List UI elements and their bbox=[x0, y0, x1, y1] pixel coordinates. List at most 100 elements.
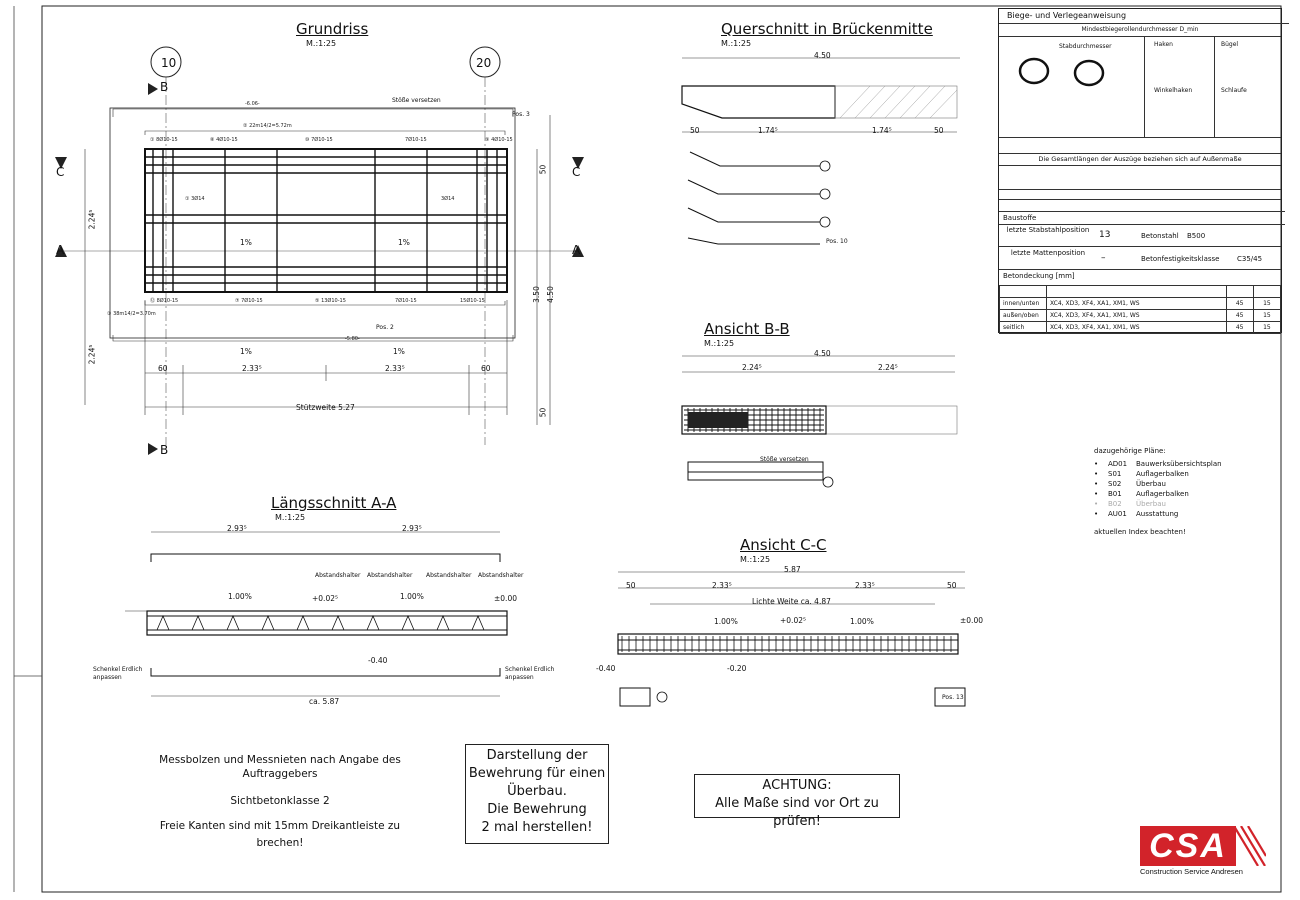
note-line: Freie Kanten sind mit 15mm Dreikantleist… bbox=[159, 820, 401, 849]
aa-schenkel-r: Schenkel Erdlich anpassen bbox=[505, 666, 555, 681]
aa-level-mid: +0.02⁵ bbox=[312, 594, 338, 603]
logo-letters: CSA bbox=[1140, 826, 1236, 866]
bb-dim-l: 2.24⁵ bbox=[742, 363, 762, 372]
plans-heading: dazugehörige Pläne: bbox=[1094, 447, 1166, 455]
plans-footer: aktuellen Index beachten! bbox=[1094, 528, 1186, 536]
dim-233-left: 2.33⁵ bbox=[242, 364, 262, 373]
svg-text:⑦ 7Ø10-15: ⑦ 7Ø10-15 bbox=[235, 297, 263, 304]
plan-name: Überbau bbox=[1136, 500, 1166, 508]
svg-text:-6.06-: -6.06- bbox=[245, 101, 260, 107]
plan-name: Auflagerbalken bbox=[1136, 490, 1189, 498]
span-label: Stützweite 5.27 bbox=[296, 403, 355, 412]
festigkeit-label: Betonfestigkeitsklasse bbox=[1141, 255, 1220, 263]
letzte-matten-label: letzte Mattenposition bbox=[1010, 249, 1086, 257]
plan-code: S02 bbox=[1108, 480, 1122, 488]
ansicht-cc-scale: M.:1:25 bbox=[740, 555, 771, 564]
slope-right-2: 1% bbox=[393, 347, 405, 356]
qs-dim-total: 4.50 bbox=[814, 51, 831, 60]
querschnitt-title: Querschnitt in Brückenmitte bbox=[721, 20, 933, 38]
plan-name: Bauwerksübersichtsplan bbox=[1136, 460, 1222, 468]
svg-text:⑨ 4Ø10-15: ⑨ 4Ø10-15 bbox=[485, 136, 513, 143]
label-schlaufe: Schlaufe bbox=[1221, 87, 1247, 94]
axis-label-10: 10 bbox=[161, 56, 177, 70]
qs-dim-174-l: 1.74⁵ bbox=[758, 126, 778, 135]
cc-level-r: ±0.00 bbox=[960, 616, 983, 625]
ansicht-cc-drawing bbox=[617, 571, 966, 707]
dim-50-bottom: 50 bbox=[538, 407, 548, 418]
abstandshalter-3: Abstandshalter bbox=[426, 572, 472, 579]
qs-dim-50-r: 50 bbox=[934, 126, 944, 135]
cut-label-a-left: A bbox=[56, 243, 65, 257]
dim-350: 3.50 bbox=[531, 286, 541, 303]
cc-dim-total: 5.87 bbox=[784, 565, 801, 574]
cc-slope-l: 1.00% bbox=[714, 617, 738, 626]
grundriss-title: Grundriss bbox=[296, 20, 369, 38]
stoesse-label: Stöße versetzen bbox=[392, 97, 441, 104]
svg-text:15Ø10-15: 15Ø10-15 bbox=[460, 297, 485, 304]
plan-code: B01 bbox=[1108, 490, 1122, 498]
qs-pos10: Pos. 10 bbox=[826, 238, 848, 245]
label-buegel: Bügel bbox=[1221, 41, 1239, 48]
svg-text:② 22m14/2=5.72m: ② 22m14/2=5.72m bbox=[243, 123, 292, 129]
note-line: Die Bewehrung bbox=[487, 802, 587, 817]
abstandshalter-2: Abstandshalter bbox=[367, 572, 413, 579]
cut-label-c-left: C bbox=[56, 165, 65, 179]
note-line: 2 mal herstellen! bbox=[481, 820, 593, 835]
label-haken: Haken bbox=[1154, 41, 1173, 48]
auszuege-note: Die Gesamtlängen der Auszüge beziehen si… bbox=[999, 153, 1281, 166]
dim-224-upper: 2.24⁵ bbox=[87, 209, 97, 230]
cc-level-mid: +0.02⁵ bbox=[780, 616, 806, 625]
cc-dim-50-l: 50 bbox=[626, 581, 636, 590]
dim-60-right: 60 bbox=[481, 364, 491, 373]
plan-name: Auflagerbalken bbox=[1136, 470, 1189, 478]
plan-code: AU01 bbox=[1108, 510, 1127, 518]
ansicht-cc-title: Ansicht C-C bbox=[740, 536, 827, 554]
dim-224-lower: 2.24⁵ bbox=[87, 344, 97, 365]
cut-label-a-right: A bbox=[572, 243, 581, 257]
csa-logo: CSA Construction Service Andresen bbox=[1140, 826, 1266, 878]
plan-list-item: • B01 Auflagerbalken bbox=[1094, 489, 1189, 499]
betondeckung-label: Betondeckung [mm] bbox=[1003, 272, 1075, 280]
cut-label-b-bottom: B bbox=[160, 443, 169, 457]
achtung-text: Alle Maße sind vor Ort zu prüfen! bbox=[715, 796, 879, 829]
bb-stoesse: Stöße versetzen bbox=[760, 456, 809, 463]
dim-450: 4.50 bbox=[545, 286, 555, 303]
laengsschnitt-title: Längsschnitt A-A bbox=[271, 494, 397, 512]
abstandshalter-1: Abstandshalter bbox=[315, 572, 361, 579]
cc-slope-r: 1.00% bbox=[850, 617, 874, 626]
laengsschnitt-scale: M.:1:25 bbox=[275, 513, 306, 522]
letzte-stab-value: 13 bbox=[1099, 230, 1111, 240]
bullet-icon: • bbox=[1094, 460, 1099, 468]
general-notes: Messbolzen und Messnieten nach Angabe de… bbox=[140, 752, 420, 852]
bullet-icon: • bbox=[1094, 480, 1099, 488]
ansicht-bb-scale: M.:1:25 bbox=[704, 339, 735, 348]
logo-subtitle: Construction Service Andresen bbox=[1140, 867, 1243, 876]
plan-name: Ausstattung bbox=[1136, 510, 1179, 518]
svg-text:⑫ 8Ø10-15: ⑫ 8Ø10-15 bbox=[150, 297, 178, 304]
dim-50-top: 50 bbox=[538, 164, 548, 175]
svg-text:⑧ 4Ø10-15: ⑧ 4Ø10-15 bbox=[210, 136, 238, 143]
bullet-icon: • bbox=[1094, 490, 1099, 498]
bending-header: Biege- und Verlegeanweisung bbox=[999, 9, 1289, 24]
achtung-box: ACHTUNG: Alle Maße sind vor Ort zu prüfe… bbox=[694, 774, 900, 829]
baustoffe-label: Baustoffe bbox=[999, 211, 1285, 225]
plan-code: B02 bbox=[1108, 500, 1122, 508]
pos2-label: Pos. 2 bbox=[376, 324, 394, 331]
note-line: Messbolzen und Messnieten nach Angabe de… bbox=[159, 754, 401, 766]
aa-slope-r: 1.00% bbox=[400, 592, 424, 601]
bullet-icon: • bbox=[1094, 470, 1099, 478]
svg-text:3Ø14: 3Ø14 bbox=[441, 195, 454, 202]
representation-note: Darstellung der Bewehrung für einen Über… bbox=[465, 744, 609, 844]
slope-left-2: 1% bbox=[240, 347, 252, 356]
bending-coil-icon bbox=[1018, 57, 1105, 87]
aa-level-low: -0.40 bbox=[368, 656, 388, 665]
svg-text:① 8Ø10-15: ① 8Ø10-15 bbox=[150, 136, 178, 143]
aa-level-r: ±0.00 bbox=[494, 594, 517, 603]
